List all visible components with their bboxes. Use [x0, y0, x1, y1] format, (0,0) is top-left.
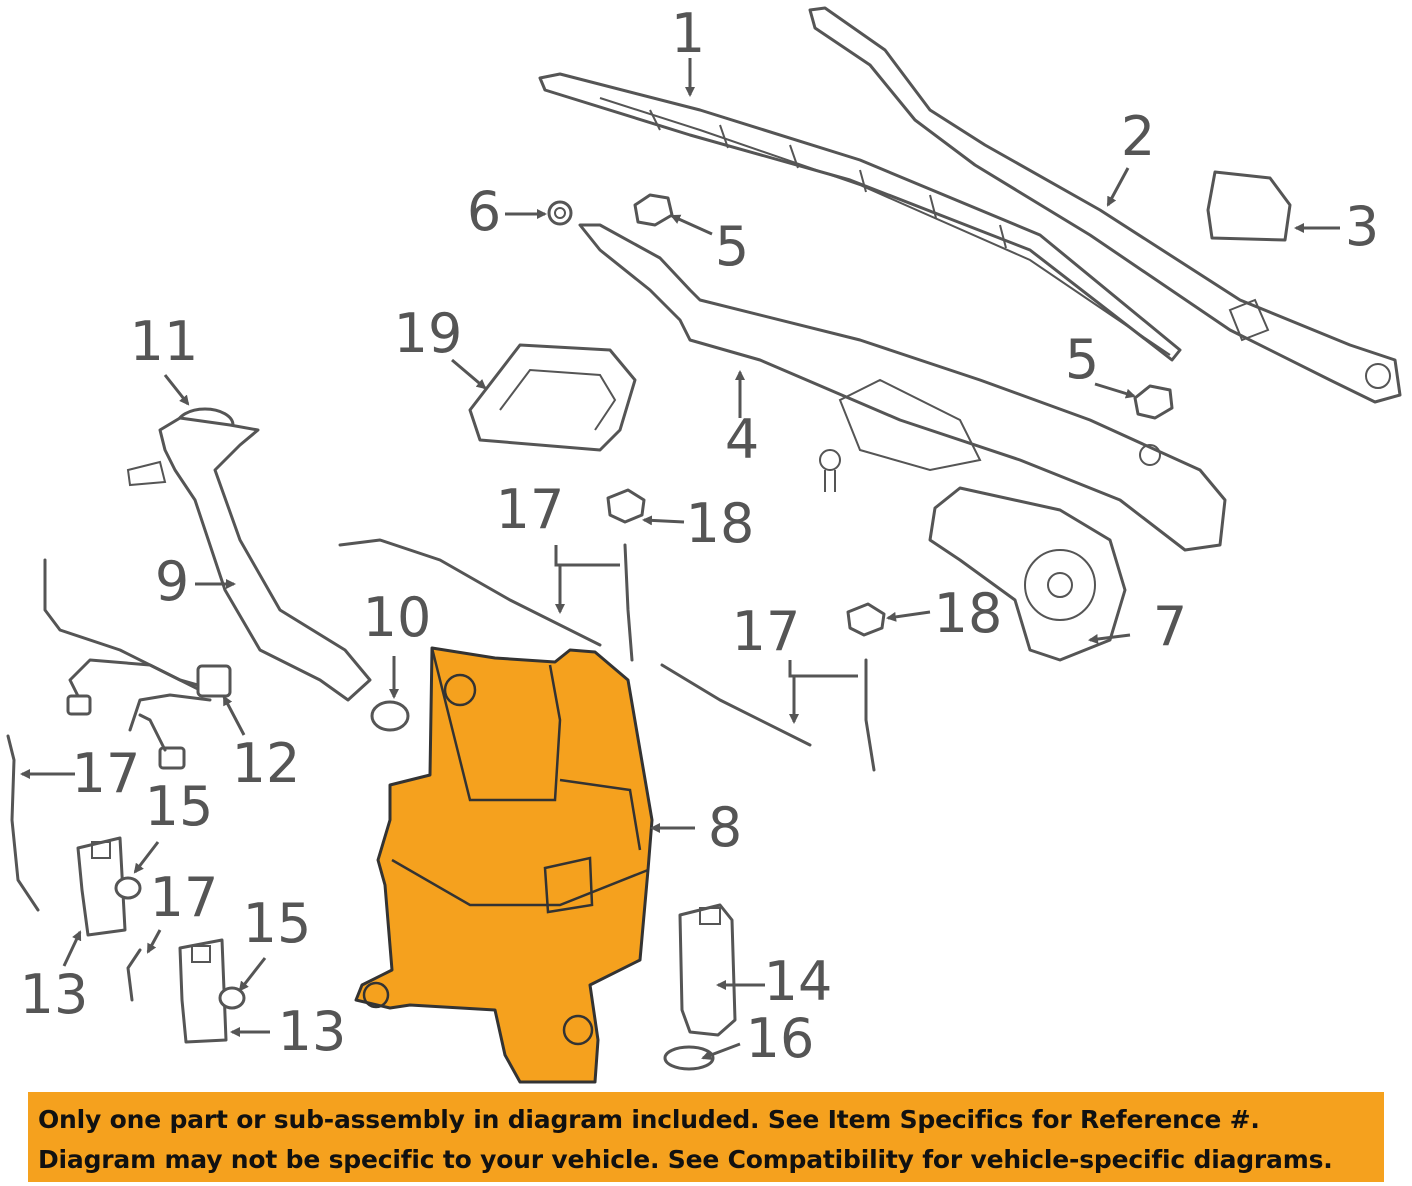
- hose-left-short: [126, 948, 142, 1002]
- nozzle-upper: [606, 488, 646, 524]
- hose-center: [338, 538, 876, 772]
- hose-left: [6, 734, 40, 912]
- callout-15-lower: 15: [243, 892, 312, 955]
- o-ring-10: [370, 700, 410, 732]
- callout-8: 8: [708, 796, 742, 859]
- callout-1: 1: [671, 2, 705, 65]
- wiper-motor: [928, 486, 1127, 662]
- callout-13-right: 13: [278, 1000, 347, 1063]
- disclaimer-banner: Only one part or sub-assembly in diagram…: [28, 1092, 1384, 1182]
- arm-cap: [1206, 170, 1292, 242]
- callout-2: 2: [1121, 105, 1155, 168]
- callout-17-left: 17: [72, 742, 141, 805]
- callout-16: 16: [746, 1007, 815, 1070]
- washer-pump-upper: [76, 836, 142, 937]
- mount-bracket: [468, 343, 637, 452]
- o-ring-16: [663, 1045, 715, 1071]
- pivot-cap-upper: [633, 193, 674, 227]
- callout-5-upper: 5: [715, 215, 749, 278]
- callout-17-lower: 17: [150, 866, 219, 929]
- washer-pump-14: [678, 903, 737, 1037]
- callout-15-upper: 15: [145, 775, 214, 838]
- nut: [547, 200, 573, 226]
- callout-18-upper: 18: [686, 492, 755, 555]
- callout-labels: 1 2 3 4 5 5 6 7 8 9 10 11 12 13 13 14 15…: [20, 2, 1380, 1070]
- disclaimer-line-2: Diagram may not be specific to your vehi…: [38, 1145, 1333, 1174]
- callout-17-center: 17: [496, 478, 565, 541]
- callout-9: 9: [155, 550, 189, 613]
- callout-6: 6: [467, 180, 501, 243]
- wiring-harness: [43, 558, 232, 770]
- callout-12: 12: [232, 732, 301, 795]
- callout-19: 19: [394, 302, 463, 365]
- disclaimer-line-1: Only one part or sub-assembly in diagram…: [38, 1105, 1260, 1134]
- callout-7: 7: [1153, 595, 1187, 658]
- leader-lines: [20, 58, 1340, 1060]
- wiper-blade: [538, 72, 1182, 362]
- washer-reservoir: [354, 646, 654, 1084]
- callout-13-left: 13: [20, 963, 89, 1026]
- callout-10: 10: [363, 586, 432, 649]
- wiper-arm: [808, 6, 1402, 404]
- callout-17-right: 17: [732, 600, 801, 663]
- washer-pump-lower: [178, 938, 246, 1044]
- callout-4: 4: [725, 408, 759, 471]
- pivot-cap-lower: [1133, 384, 1174, 420]
- callout-11: 11: [130, 310, 199, 373]
- callout-18-lower: 18: [934, 582, 1003, 645]
- wiper-linkage: [578, 223, 1227, 552]
- filler-neck: [126, 407, 372, 702]
- callout-3: 3: [1345, 195, 1379, 258]
- callout-14: 14: [764, 950, 833, 1013]
- nozzle-lower: [846, 602, 886, 637]
- callout-5-lower: 5: [1065, 328, 1099, 391]
